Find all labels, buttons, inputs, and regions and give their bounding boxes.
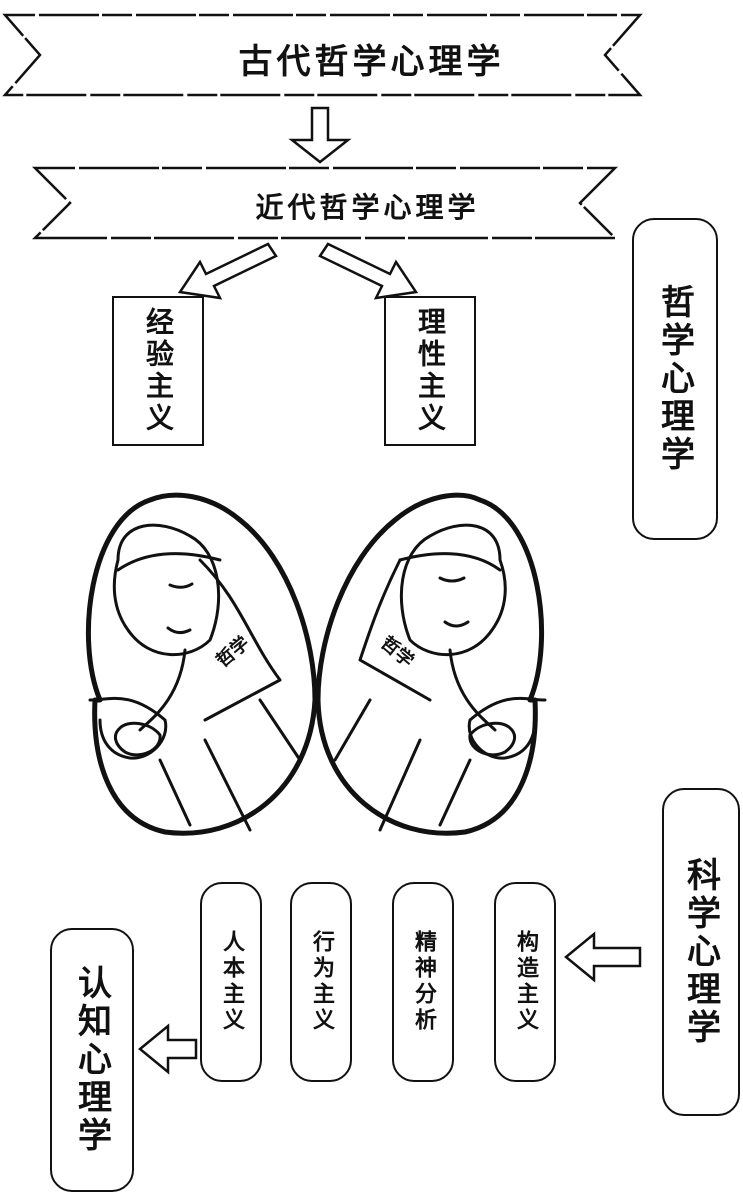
humanism-box: 人本主义 xyxy=(200,882,262,1082)
mother-figure-left xyxy=(85,492,318,836)
philosophical-psychology-label: 哲学心理学 xyxy=(654,284,695,474)
cognitive-psychology-box: 认知心理学 xyxy=(50,928,134,1192)
arrow-to-empiricism-icon xyxy=(177,242,278,300)
arrow-to-structuralism-icon xyxy=(564,931,642,983)
top-banner-shape xyxy=(2,13,643,97)
psychoanalysis-box: 精神分析 xyxy=(392,882,454,1082)
rationalism-label: 理性主义 xyxy=(414,307,447,435)
second-banner-title: 近代哲学心理学 xyxy=(255,191,480,224)
behaviorism-box: 行为主义 xyxy=(290,882,352,1082)
arrow-to-cognitive-icon xyxy=(138,1023,198,1075)
cognitive-psychology-label: 认知心理学 xyxy=(71,965,112,1155)
down-arrow-icon xyxy=(288,106,352,164)
arrow-to-rationalism-icon xyxy=(318,242,419,300)
structuralism-label: 构造主义 xyxy=(513,930,538,1034)
rationalism-box: 理性主义 xyxy=(384,296,476,446)
scientific-psychology-box: 科学心理学 xyxy=(662,788,740,1116)
structuralism-box: 构造主义 xyxy=(494,882,556,1082)
philosophical-psychology-box: 哲学心理学 xyxy=(632,218,718,540)
second-banner-shape xyxy=(31,166,619,240)
humanism-label: 人本主义 xyxy=(219,930,244,1034)
empiricism-label: 经验主义 xyxy=(142,307,175,435)
psychoanalysis-label: 精神分析 xyxy=(411,930,436,1034)
behaviorism-label: 行为主义 xyxy=(309,930,334,1034)
scientific-psychology-label: 科学心理学 xyxy=(680,857,721,1047)
top-banner-title: 古代哲学心理学 xyxy=(238,42,505,82)
empiricism-box: 经验主义 xyxy=(112,296,204,446)
mother-figure-right xyxy=(315,492,547,836)
